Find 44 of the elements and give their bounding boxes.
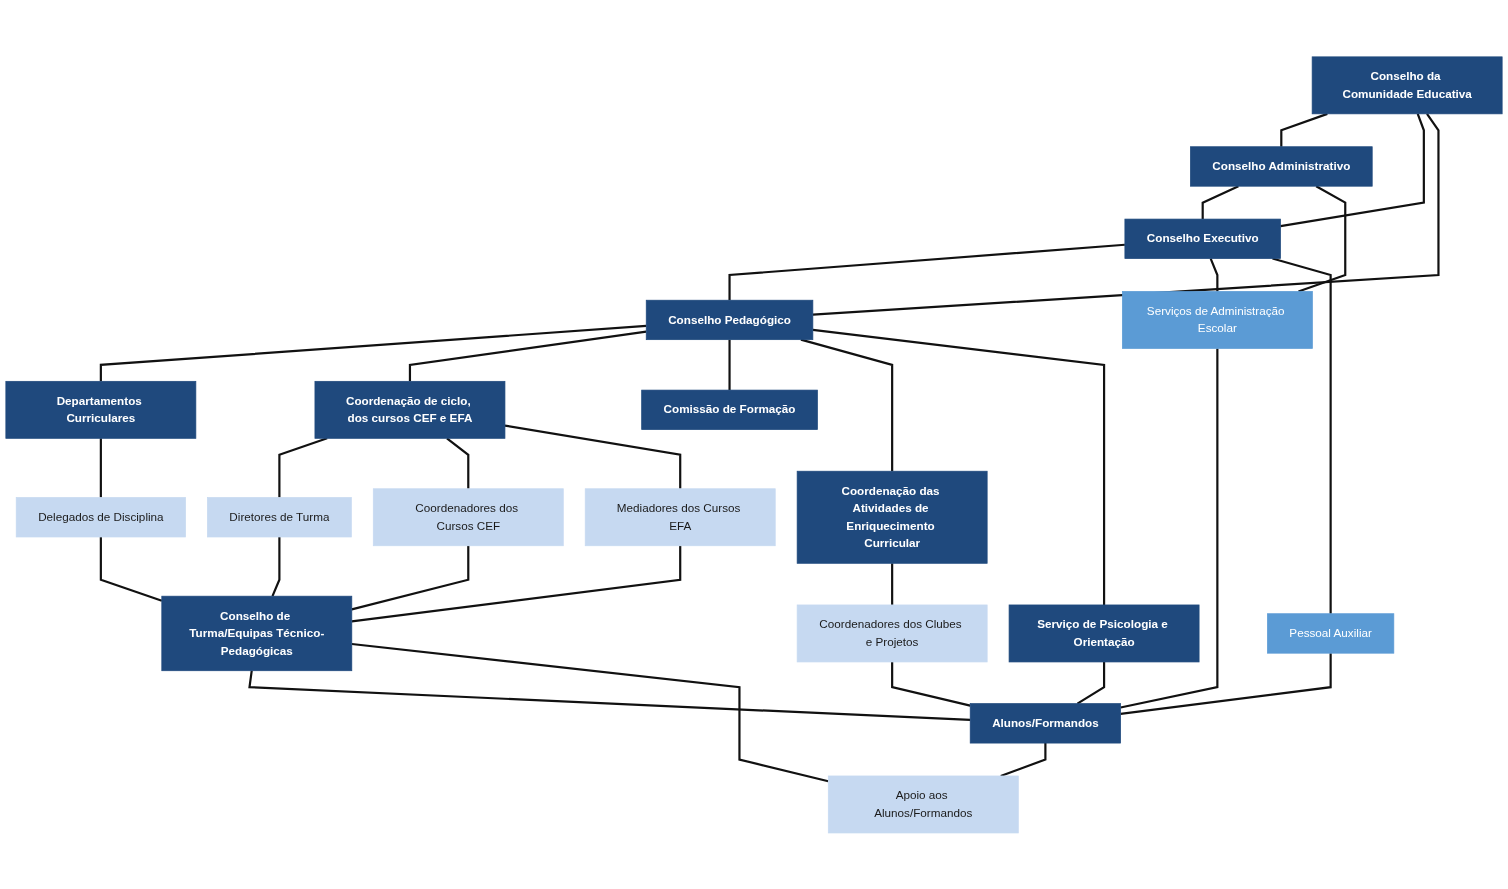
- connector: [891, 661, 971, 707]
- node-box: Conselho da Comunidade Educativa: [1311, 56, 1503, 114]
- connector: [504, 424, 682, 489]
- connector: [1280, 113, 1425, 227]
- connector: [271, 536, 281, 597]
- node-box: Coordenação de ciclo, dos cursos CEF e EFA: [314, 380, 506, 439]
- connector: [1120, 652, 1332, 715]
- connector: [812, 328, 1106, 605]
- connector: [99, 437, 102, 498]
- connector: [446, 437, 470, 489]
- connector: [1298, 184, 1347, 293]
- connector: [1201, 184, 1239, 219]
- node-box: Conselho Executivo: [1124, 218, 1281, 259]
- connector: [800, 338, 894, 471]
- node-box: Delegados de Disciplina: [15, 496, 186, 537]
- connector: [99, 324, 647, 381]
- node-box: Conselho Administrativo: [1190, 145, 1373, 187]
- node-box: Serviços de Administração Escolar: [1122, 290, 1313, 349]
- node-box: Coordenadores dos Cursos CEF: [372, 488, 564, 546]
- connector: [728, 339, 731, 390]
- node-box: Apoio aos Alunos/Formandos: [827, 775, 1019, 833]
- connector: [891, 562, 894, 605]
- connector: [351, 545, 682, 623]
- connector: [1120, 348, 1219, 709]
- node-box: Coordenação das Atividades de Enriquecimento Curricular: [796, 470, 988, 564]
- connector: [1280, 112, 1328, 147]
- node-box: Departamentos Curriculares: [5, 380, 197, 439]
- node-box: Diretores de Turma: [207, 496, 352, 537]
- connector: [728, 243, 1125, 300]
- node-box: Conselho Pedagógico: [645, 299, 814, 340]
- node-box: Serviço de Psicologia e Orientação: [1008, 604, 1200, 662]
- node-box: Alunos/Formandos: [969, 702, 1121, 744]
- node-box: Conselho de Turma/Equipas Técnico-Pedagógicas: [161, 595, 353, 671]
- node-box: Comissão de Formação: [641, 389, 818, 430]
- connector: [1000, 742, 1047, 777]
- node-box: Pessoal Auxiliar: [1267, 612, 1395, 654]
- connector: [351, 545, 470, 610]
- connector: [408, 330, 647, 381]
- connector: [351, 642, 829, 782]
- connector: [1272, 257, 1332, 614]
- connector: [248, 670, 971, 721]
- node-box: Coordenadores dos Clubes e Projetos: [796, 604, 988, 662]
- connector: [812, 112, 1440, 316]
- node-box: Mediadores dos Cursos EFA: [584, 488, 776, 546]
